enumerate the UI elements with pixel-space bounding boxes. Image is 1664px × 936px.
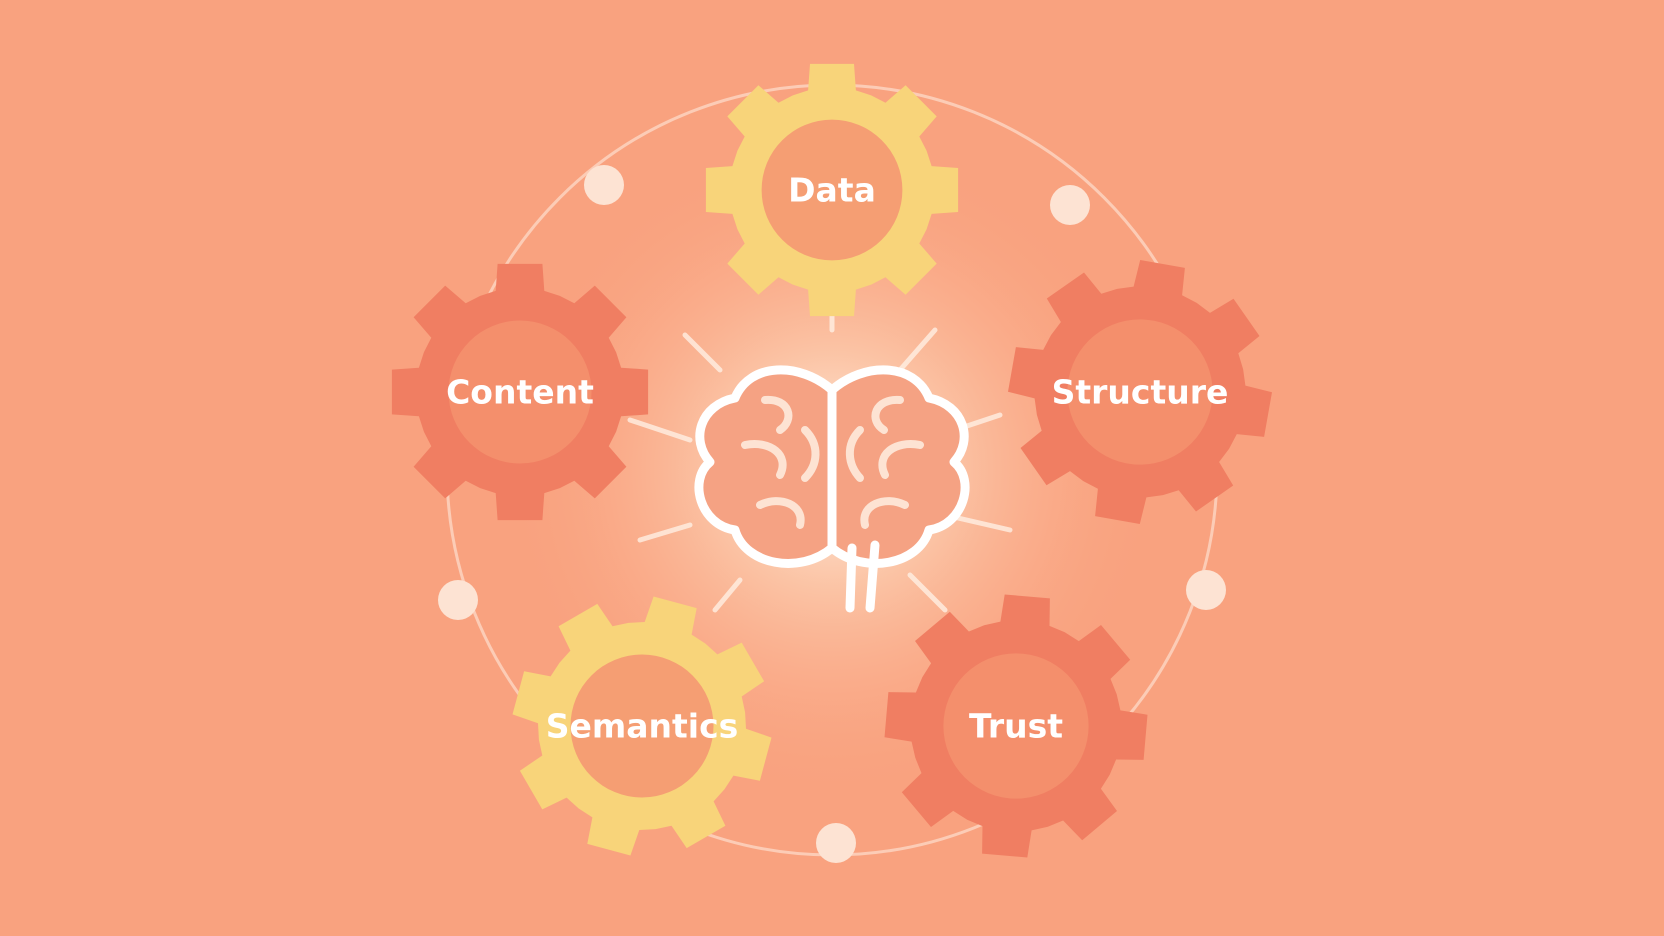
gear-content-hub <box>448 320 592 464</box>
gear-semantics-hub <box>570 654 714 798</box>
gear-structure-label: Structure <box>1052 373 1229 412</box>
gear-content: Content <box>391 263 649 521</box>
gear-semantics: Semantics <box>512 596 772 856</box>
ring-dots <box>438 165 1226 863</box>
gear-data-hub <box>761 119 903 261</box>
gear-structure-hub <box>1067 319 1213 465</box>
gear-data-label: Data <box>788 171 876 210</box>
gear-trust-hub <box>943 653 1089 799</box>
gear-content-label: Content <box>446 373 594 412</box>
brain-icon <box>694 365 970 613</box>
ring-dot <box>1186 570 1226 610</box>
gear-trust: Trust <box>884 594 1148 858</box>
ring-dot <box>1050 185 1090 225</box>
gear-data: Data <box>705 63 959 317</box>
ring-dot <box>584 165 624 205</box>
ring-dot <box>438 580 478 620</box>
gear-semantics-label: Semantics <box>546 707 739 746</box>
gear-structure: Structure <box>1008 260 1272 524</box>
ring-dot <box>816 823 856 863</box>
gear-trust-label: Trust <box>969 707 1063 746</box>
